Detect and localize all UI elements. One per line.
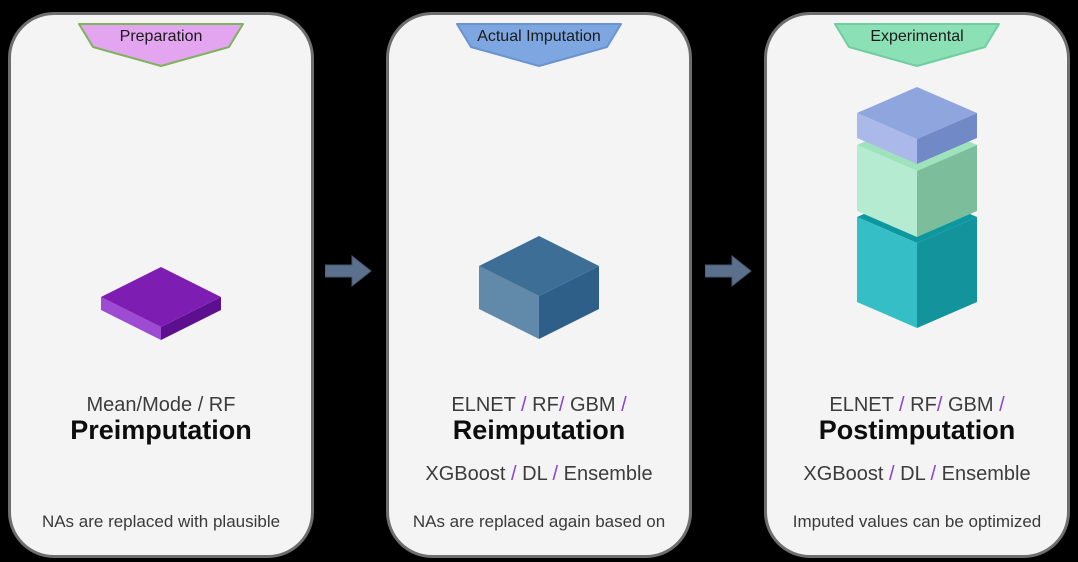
banner-label: Preparation xyxy=(119,28,203,45)
algorithm-line: Mean/Mode / RF xyxy=(86,394,236,416)
right-arrow-icon xyxy=(705,254,752,288)
algorithm-list: ELNET / RF/ GBM / XGBoost / DL / Ensembl… xyxy=(767,348,1067,532)
card-title: Reimputation xyxy=(452,415,626,445)
banner-actual-imputation: Actual Imputation xyxy=(455,23,623,67)
card-description: NAs are replaced again based on predicte… xyxy=(389,467,689,562)
card-title: Postimputation xyxy=(818,415,1016,445)
algorithm-list: Mean/Mode / RF xyxy=(11,348,311,463)
algorithm-line: XGBoost / DL / Ensemble xyxy=(803,463,1031,485)
banner-experimental: Experimental xyxy=(833,23,1001,67)
banner-label: Actual Imputation xyxy=(477,28,601,45)
card-description: NAs are replaced with plausible values t… xyxy=(11,467,311,562)
card-title: Preimputation xyxy=(70,415,252,445)
card-reimputation: Actual Imputation ELNET / RF/ GBM / XGBo… xyxy=(386,12,692,558)
banner-ribbon-icon xyxy=(456,23,622,67)
description-line: NAs are replaced again based on xyxy=(412,512,666,531)
banner-ribbon-icon xyxy=(834,23,1000,67)
card-description: Imputed values can be optimized with hea… xyxy=(767,467,1067,562)
cube-3d-blue-icon xyxy=(477,236,601,345)
algorithm-line: ELNET / RF/ GBM / xyxy=(829,394,1005,416)
card-postimputation: Experimental ELNET / RF/ GBM / XGBoost /… xyxy=(764,12,1070,558)
right-arrow-icon xyxy=(325,254,372,288)
card-preimputation: Preparation Mean/Mode / RF Preimputation… xyxy=(8,12,314,558)
algorithm-line: XGBoost / DL / Ensemble xyxy=(425,463,653,485)
banner-label: Experimental xyxy=(870,28,964,45)
flat-box-3d-purple-icon xyxy=(99,267,223,346)
stacked-boxes-3d-icon xyxy=(855,87,979,334)
algorithm-line: ELNET / RF/ GBM / xyxy=(451,394,627,416)
banner-preparation: Preparation xyxy=(77,23,245,67)
banner-ribbon-icon xyxy=(78,23,244,67)
description-line: Imputed values can be optimized xyxy=(792,512,1042,531)
description-line: NAs are replaced with plausible xyxy=(41,512,281,531)
algorithm-list: ELNET / RF/ GBM / XGBoost / DL / Ensembl… xyxy=(389,348,689,532)
